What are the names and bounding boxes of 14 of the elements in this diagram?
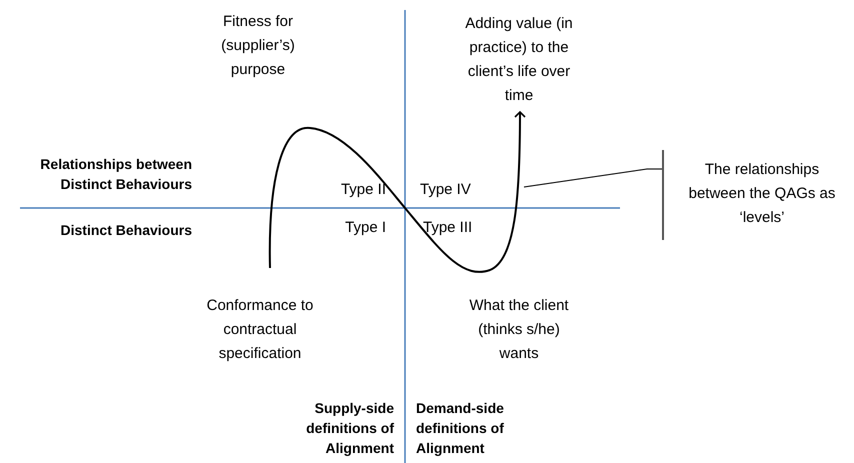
curve-label: Type II <box>340 180 386 200</box>
leader-line <box>524 168 662 188</box>
curve-label: Type IV <box>420 180 472 200</box>
note-text: The relationships between the QAGs as ‘levels’ <box>688 160 836 228</box>
curve-label: Conformance to contractual specification <box>206 296 314 364</box>
curve-label: Fitness for (supplier’s) purpose <box>220 12 296 80</box>
curve-label: Adding value (in practice) to the client’s life over time <box>464 14 574 106</box>
curve-label: Type I <box>344 218 386 238</box>
axis-label: Relationships between Distinct Behaviours <box>39 155 192 194</box>
curve-label: What the client (thinks s/he) wants <box>468 296 570 364</box>
axis-label: Demand-side definitions of Alignment <box>416 399 505 458</box>
axis-label: Supply-side definitions of Alignment <box>305 399 394 458</box>
axis-label: Distinct Behaviours <box>60 221 192 240</box>
curve-label: Type III <box>423 218 474 238</box>
